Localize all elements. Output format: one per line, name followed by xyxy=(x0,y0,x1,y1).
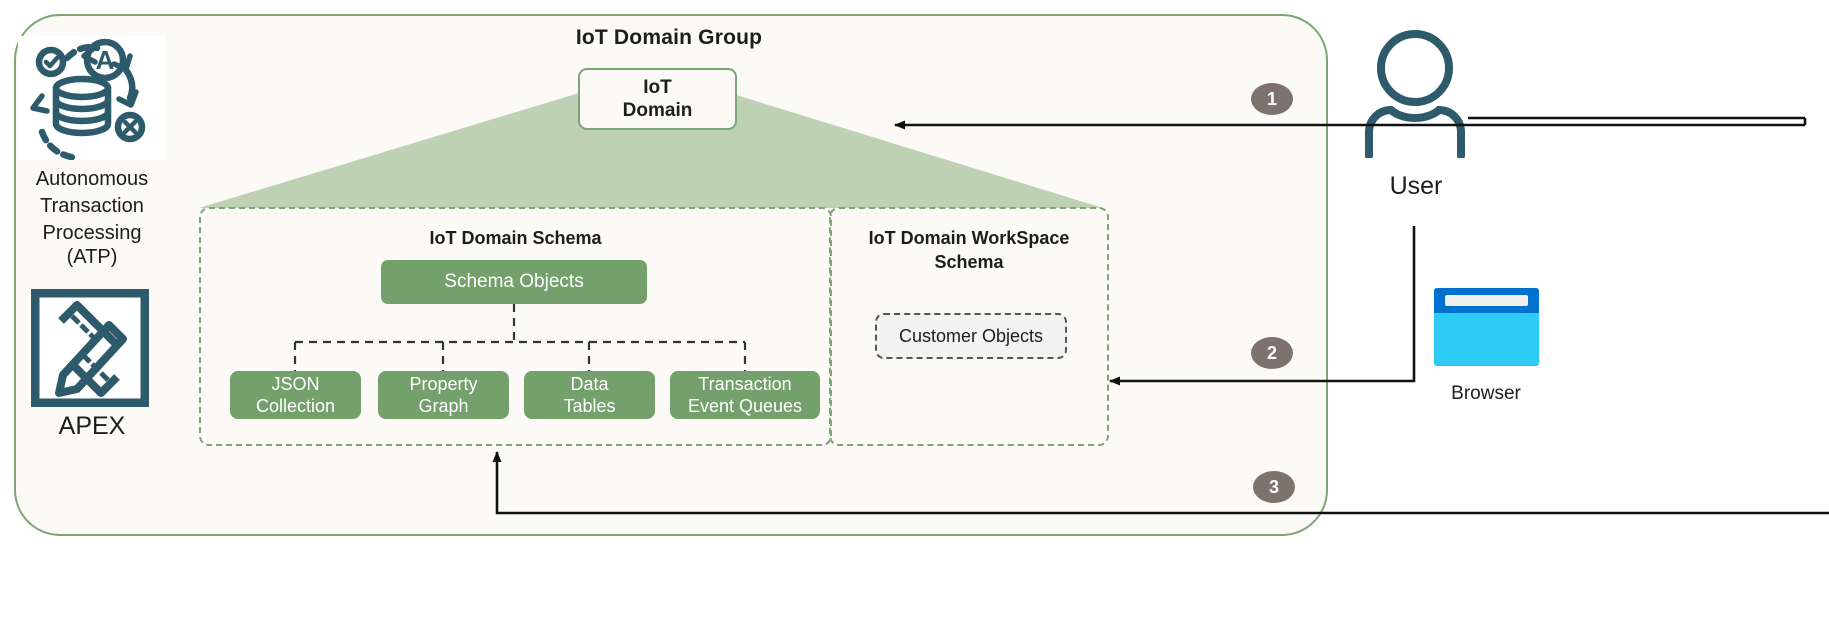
atp-service-label: Autonomous Transaction Processing xyxy=(35,168,149,244)
leaf-label-line2: Graph xyxy=(418,396,469,416)
leaf-label-line2: Tables xyxy=(563,396,616,416)
leaf-label-line2: Event Queues xyxy=(687,396,803,416)
iot-domain-workspace-schema-panel: IoT Domain WorkSpace Schema xyxy=(829,207,1109,446)
step-badge-1: 1 xyxy=(1251,83,1293,115)
browser-label: Browser xyxy=(1451,383,1521,404)
leaf-label-line1: Data xyxy=(570,374,609,394)
step-badge-3: 3 xyxy=(1253,471,1295,503)
autonomous-database-icon: A xyxy=(18,36,166,162)
iot-domain-schema-title: IoT Domain Schema xyxy=(429,228,602,248)
schema-leaf-transaction-event-queues[interactable]: Transaction Event Queues xyxy=(670,371,820,419)
atp-abbreviation: (ATP) xyxy=(66,246,118,268)
leaf-label-line2: Collection xyxy=(255,396,336,416)
iot-domain-line2: Domain xyxy=(622,100,693,121)
customer-objects-node[interactable]: Customer Objects xyxy=(875,313,1067,359)
leaf-label-line1: Transaction xyxy=(698,374,792,394)
page-title: IoT Domain Group xyxy=(575,26,763,49)
svg-text:A: A xyxy=(96,45,115,75)
schema-objects-node[interactable]: Schema Objects xyxy=(381,260,647,304)
iot-domain-workspace-schema-title: IoT Domain WorkSpace Schema xyxy=(868,228,1070,272)
schema-leaf-property-graph[interactable]: Property Graph xyxy=(378,371,509,419)
schema-leaf-json-collection[interactable]: JSON Collection xyxy=(230,371,361,419)
user-label: User xyxy=(1389,172,1443,200)
schema-leaf-data-tables[interactable]: Data Tables xyxy=(524,371,655,419)
user-icon xyxy=(1363,28,1468,160)
apex-service-label: APEX xyxy=(58,412,126,440)
leaf-label-line1: Property xyxy=(409,374,478,394)
iot-domain-schema-panel: IoT Domain Schema xyxy=(199,207,832,446)
step-badge-2: 2 xyxy=(1251,337,1293,369)
iot-domain-node[interactable]: IoT Domain xyxy=(578,68,737,130)
ruler-pencil-icon xyxy=(30,288,150,408)
iot-domain-line1: IoT xyxy=(643,77,672,98)
leaf-label-line1: JSON xyxy=(271,374,320,394)
browser-window-icon xyxy=(1434,288,1539,366)
